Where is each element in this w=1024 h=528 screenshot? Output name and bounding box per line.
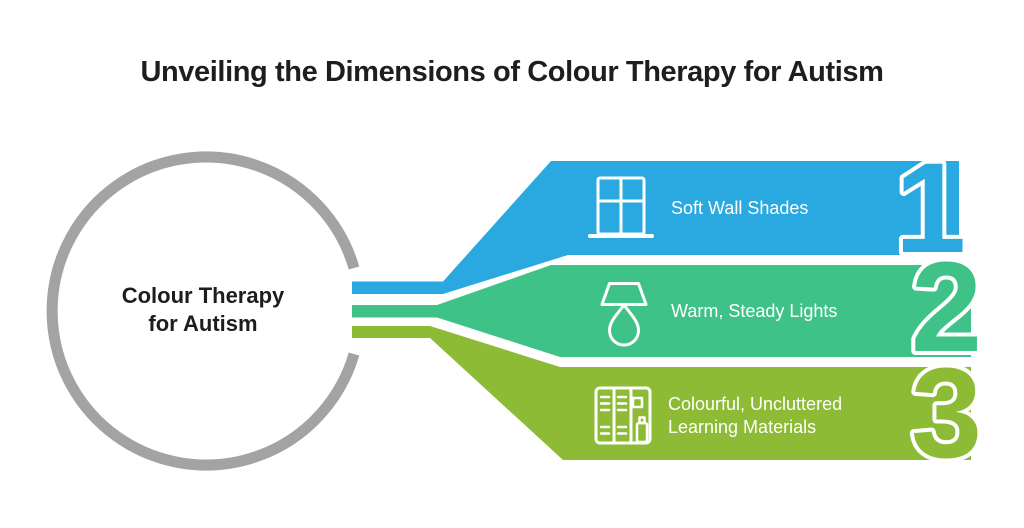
ribbon-3-label-line2: Learning Materials	[668, 417, 816, 437]
center-circle-title-line2: for Autism	[148, 311, 257, 336]
ribbon-2-label: Warm, Steady Lights	[671, 301, 837, 321]
lamp-icon	[600, 282, 648, 347]
step-number-3: 3	[911, 342, 982, 485]
page-title: Unveiling the Dimensions of Colour Thera…	[140, 56, 884, 88]
books-icon	[594, 386, 652, 445]
step-number-1: 1	[895, 137, 966, 280]
ribbon-1-label: Soft Wall Shades	[671, 198, 808, 218]
center-circle	[46, 151, 360, 471]
center-circle-title-line1: Colour Therapy	[122, 283, 285, 308]
ribbon-1-shape	[352, 161, 959, 294]
ribbon-3-label-line1: Colourful, Uncluttered	[668, 394, 842, 414]
window-icon	[588, 176, 654, 238]
ribbon-2-shape	[352, 265, 971, 357]
ribbon-3-shape	[352, 326, 971, 460]
step-number-2: 2	[911, 236, 982, 379]
